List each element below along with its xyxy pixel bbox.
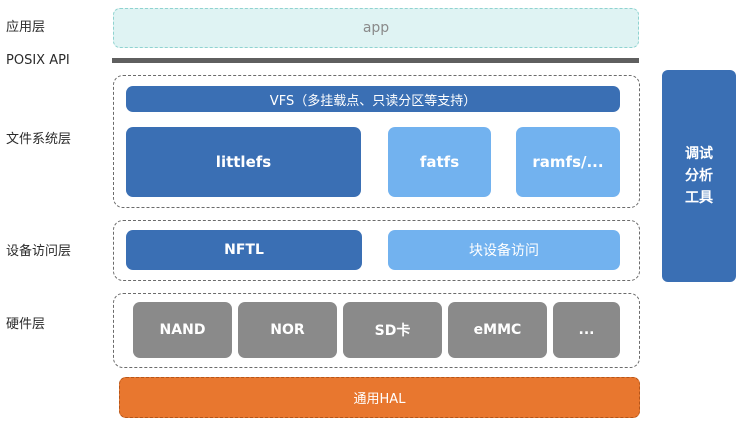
layer-label-hardware: 硬件层 — [6, 317, 46, 332]
nftl-box: NFTL — [126, 230, 362, 270]
app-box: app — [113, 8, 639, 48]
hardware-item-nand: NAND — [133, 302, 232, 358]
hardware-item-emmc: eMMC — [448, 302, 547, 358]
vfs-box: VFS（多挂载点、只读分区等支持） — [126, 86, 620, 112]
layer-label-fs: 文件系统层 — [6, 132, 72, 147]
fs-layer-container — [113, 75, 640, 208]
block-device-box: 块设备访问 — [388, 230, 620, 270]
hardware-item-sd: SD卡 — [343, 302, 442, 358]
fatfs-box: fatfs — [388, 127, 491, 197]
littlefs-box: littlefs — [126, 127, 361, 197]
layer-label-posix: POSIX API — [6, 53, 70, 68]
debug-tool-box: 调试分析工具 — [662, 70, 736, 282]
hardware-item-nor: NOR — [238, 302, 337, 358]
posix-api-divider — [112, 58, 639, 63]
debug-tool-label: 调试分析工具 — [685, 146, 713, 206]
hardware-item-more: ... — [553, 302, 620, 358]
hardware-layer-container — [113, 293, 640, 368]
device-layer-container — [113, 220, 640, 281]
hal-box: 通用HAL — [119, 377, 640, 418]
layer-label-app: 应用层 — [6, 20, 46, 35]
layer-label-device: 设备访问层 — [6, 244, 72, 259]
ramfs-box: ramfs/... — [516, 127, 620, 197]
